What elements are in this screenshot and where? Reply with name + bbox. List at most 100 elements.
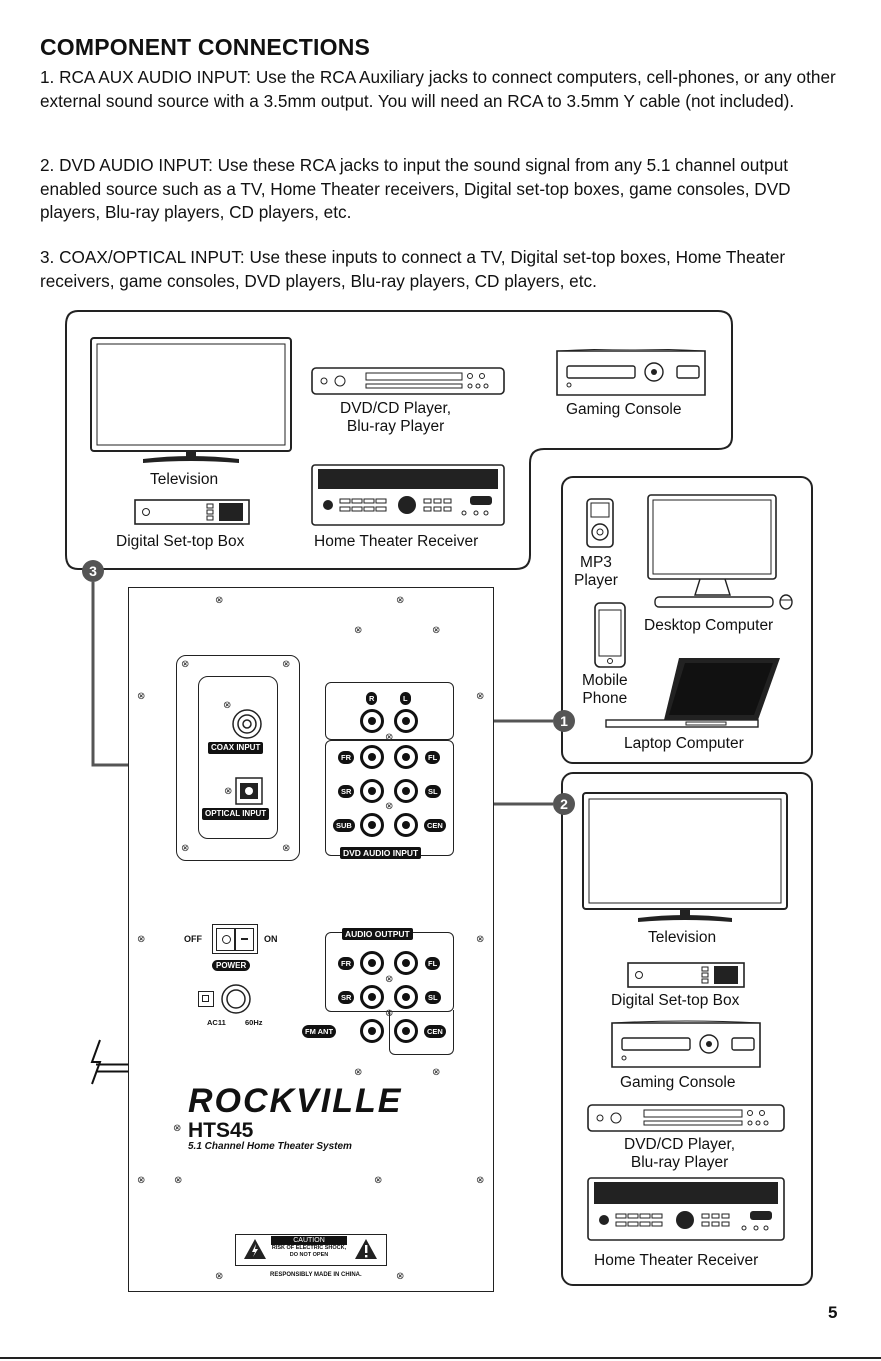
group1-mp3-label-line1: MP3 [580,554,612,571]
out-fr-label: FR [338,957,354,970]
footer-divider [0,1357,881,1359]
electric-shock-warning-icon [244,1239,266,1259]
caution-exclamation-icon [355,1239,377,1259]
group1-phone-label-line1: Mobile [582,672,628,689]
set-top-box-icon [627,962,745,988]
power-rating-left: AC11 [207,1018,226,1027]
mobile-phone-icon [594,602,626,668]
power-rating-right: 60Hz [245,1018,263,1027]
power-label: POWER [212,960,251,971]
screw-icon: ⊗ [432,1067,441,1078]
group1-phone-label: Mobile Phone [582,672,628,708]
screw-icon: ⊗ [385,1008,394,1019]
out-sr-label: SR [338,991,355,1004]
optical-input-label: OPTICAL INPUT [202,808,270,820]
screw-icon: ⊗ [215,595,224,606]
coax-input-label: COAX INPUT [208,742,264,754]
screw-icon: ⊗ [137,934,146,945]
screw-icon: ⊗ [476,934,485,945]
screw-icon: ⊗ [396,595,405,606]
screw-icon: ⊗ [385,801,394,812]
dvd-fl-jack [394,745,418,769]
model-name: HTS45 [188,1119,254,1142]
group2-television-label: Television [648,929,717,946]
screw-icon: ⊗ [174,1175,183,1186]
group2-gaming-label: Gaming Console [620,1074,736,1091]
group1-mp3-label: MP3 Player [574,554,618,590]
dvd-sub-jack [360,813,384,837]
caution-title: CAUTION [271,1236,347,1245]
screw-icon: ⊗ [385,974,394,985]
group1-phone-label-line2: Phone [582,690,628,707]
out-cen-label: CEN [424,1025,446,1038]
dvd-sr-label: SR [338,785,355,798]
fm-ant-label: FM ANT [302,1025,337,1038]
dvd-cen-jack [394,813,418,837]
audio-output-label: AUDIO OUTPUT [342,928,413,940]
dvd-sub-label: SUB [333,819,355,832]
group3-dvd-label-line2: Blu-ray Player [346,418,445,435]
out-fr-jack [360,951,384,975]
screw-icon: ⊗ [385,732,394,743]
screw-icon: ⊗ [224,786,233,797]
out-cen-jack [394,1019,418,1043]
dvd-sl-jack [394,779,418,803]
caution-text: RISK OF ELECTRIC SHOCK, DO NOT OPEN [271,1245,347,1259]
dvd-sl-label: SL [425,785,441,798]
caution-text-line1: RISK OF ELECTRIC SHOCK, [271,1245,347,1251]
screw-icon: ⊗ [396,1271,405,1282]
dvd-fl-label: FL [425,751,441,764]
group1-laptop-label: Laptop Computer [624,735,744,752]
page-number: 5 [828,1303,838,1322]
screw-icon: ⊗ [374,1175,383,1186]
screw-icon: ⊗ [354,1067,363,1078]
aux-r-label: R [366,692,378,705]
made-in-text: RESPONSIBLY MADE IN CHINA. [270,1272,362,1278]
power-on-label: ON [264,934,278,944]
caution-label [235,1234,387,1266]
group2-dvd-label-line1: DVD/CD Player, [624,1136,736,1153]
screw-icon: ⊗ [137,1175,146,1186]
power-cord-socket [221,984,251,1014]
optical-input-jack [235,777,263,805]
group2-dvd-label-line2: Blu-ray Player [630,1154,729,1171]
screw-icon: ⊗ [181,659,190,670]
audio-output-box-lower [389,1010,454,1055]
dvd-player-icon [311,367,505,395]
set-top-box-icon [134,499,250,525]
callout-number-3: 3 [82,560,104,582]
home-theater-receiver-icon [587,1177,785,1241]
desktop-computer-icon [647,494,793,610]
rear-panel [128,587,494,1292]
caution-text-line2: DO NOT OPEN [289,1252,329,1258]
power-switch[interactable] [212,924,258,954]
group3-receiver-label: Home Theater Receiver [314,533,479,550]
gaming-console-icon [611,1020,761,1068]
screw-icon: ⊗ [173,1123,182,1134]
aux-input-box [325,682,454,740]
screw-icon: ⊗ [282,659,291,670]
group1-desktop-label: Desktop Computer [644,617,774,634]
fuse-holder [198,991,214,1007]
dvd-audio-input-label: DVD AUDIO INPUT [340,847,422,859]
paragraph-dvd-input: 2. DVD AUDIO INPUT: Use these RCA jacks … [40,155,791,222]
out-fl-label: FL [425,957,441,970]
paragraph-aux-input: 1. RCA AUX AUDIO INPUT: Use the RCA Auxi… [40,67,836,111]
group2-receiver-label: Home Theater Receiver [594,1252,759,1269]
model-subtitle: 5.1 Channel Home Theater System [188,1141,352,1152]
dvd-player-icon [587,1104,785,1132]
aux-r-jack [360,709,384,733]
group3-television-label: Television [150,471,219,488]
screw-icon: ⊗ [432,625,441,636]
dvd-fr-label: FR [338,751,354,764]
screw-icon: ⊗ [354,625,363,636]
coax-optical-plate [176,655,300,861]
group2-settop-label: Digital Set-top Box [611,992,740,1009]
mp3-player-icon [586,498,614,548]
paragraph-coax-optical-input: 3. COAX/OPTICAL INPUT: Use these inputs … [40,247,786,291]
aux-l-jack [394,709,418,733]
brand-logo: ROCKVILLE [188,1082,403,1120]
screw-icon: ⊗ [215,1271,224,1282]
dvd-sr-jack [360,779,384,803]
coax-optical-inner-plate [198,676,278,839]
